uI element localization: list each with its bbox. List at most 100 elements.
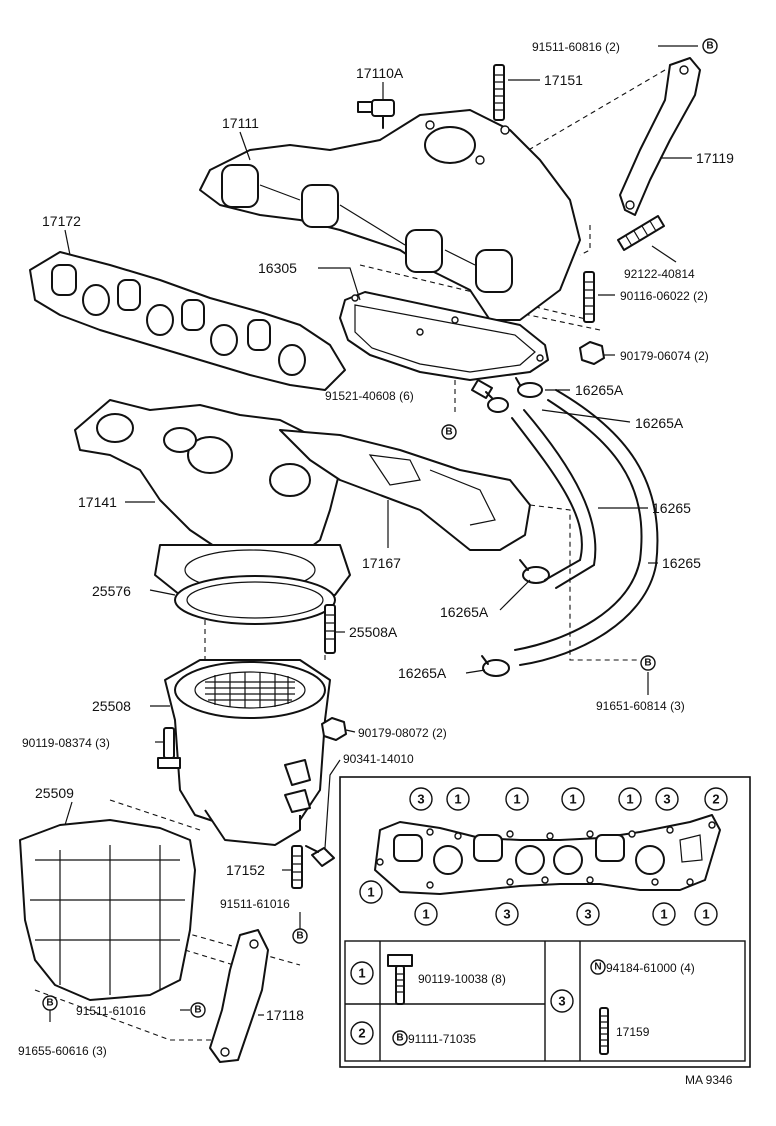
svg-text:1: 1 [358,966,365,981]
part-16265A-clamp-3[interactable] [519,559,550,584]
b-marker-91511-b: B [190,1002,206,1018]
svg-text:1: 1 [367,885,374,900]
label-16265-1: 16265 [652,500,691,516]
part-17172-gasket[interactable] [29,251,346,391]
part-92122-40814-stud[interactable] [617,215,665,251]
part-17119-bracket[interactable] [619,57,701,216]
detail-gasket [374,814,721,895]
part-17110A-sensor[interactable] [357,99,395,129]
label-90341-14010: 90341-14010 [343,752,414,766]
part-17167-heat-shield[interactable] [279,429,531,551]
label-90119-08374: 90119-08374 (3) [22,736,110,750]
label-17111: 17111 [222,115,259,131]
label-91511-60816: 91511-60816 (2) [532,40,620,54]
svg-text:B: B [194,1005,201,1016]
label-16265A-1: 16265A [575,382,624,398]
label-17151: 17151 [544,72,583,88]
bolt-icon [387,954,413,1005]
part-16265A-clamp-2[interactable] [485,391,509,413]
label-17167: 17167 [362,555,401,571]
svg-text:3: 3 [558,994,565,1009]
label-91651-60814: 91651-60814 (3) [596,699,685,713]
gasket-bottom-callouts: 1 1 3 3 1 1 [359,880,718,926]
part-17141-exhaust-manifold[interactable] [74,399,351,596]
svg-text:B: B [296,931,303,942]
label-16305: 16305 [258,260,297,276]
legend-part-90119-10038: 90119-10038 (8) [418,972,506,986]
label-16265A-2: 16265A [635,415,684,431]
diagram-code: MA 9346 [685,1073,733,1087]
b-marker-91511-a: B [292,928,308,944]
label-17141: 17141 [78,494,117,510]
label-16265-2: 16265 [662,555,701,571]
b-markers: B B B B B B [42,38,718,1018]
svg-text:3: 3 [503,907,510,922]
part-16265-hose-1[interactable] [511,409,597,589]
legend-part-91111-71035: 91111-71035 [408,1032,476,1046]
part-90179-06074-nut[interactable] [579,341,605,365]
label-91511-61016-b: 91511-61016 [76,1004,146,1018]
part-17118-bracket[interactable] [209,929,269,1063]
svg-text:1: 1 [626,792,633,807]
svg-text:1: 1 [569,792,576,807]
svg-text:B: B [706,41,713,52]
part-17151-stud[interactable] [493,64,505,121]
svg-text:1: 1 [454,792,461,807]
label-91511-61016-a: 91511-61016 [220,897,290,911]
part-90179-08072-nut[interactable] [321,717,347,741]
label-91655-60616: 91655-60616 (3) [18,1044,107,1058]
leader-lines [49,45,698,1022]
part-25509-lower-shield[interactable] [19,819,196,1001]
label-17152: 17152 [226,862,265,878]
label-17119: 17119 [696,150,734,166]
label-90116-06022: 90116-06022 (2) [620,289,708,303]
svg-text:1: 1 [513,792,520,807]
part-17152-stud[interactable] [291,845,303,889]
svg-text:1: 1 [702,907,709,922]
part-labels: 91511-60816 (2) 17110A 17151 17111 17119… [18,40,734,1087]
svg-text:3: 3 [417,792,424,807]
part-90119-08374-bolt[interactable] [157,727,181,769]
svg-text:N: N [594,962,601,973]
label-25509: 25509 [35,785,74,801]
label-17172: 17172 [42,213,81,229]
label-90179-06074: 90179-06074 (2) [620,349,709,363]
gasket-top-callouts: 3 1 1 1 1 3 2 [409,787,728,811]
legend-row-3: 3 N 94184-61000 (4) 17159 [550,959,695,1055]
label-25508A: 25508A [349,624,398,640]
svg-text:1: 1 [422,907,429,922]
label-17118: 17118 [266,1007,304,1023]
part-16265A-clamp-1[interactable] [515,377,543,398]
part-16305-plate[interactable] [339,291,549,381]
part-90341-14010-plug[interactable] [305,845,335,867]
label-92122-40814: 92122-40814 [624,267,695,281]
part-16265A-clamp-4[interactable] [481,655,510,677]
svg-text:1: 1 [660,907,667,922]
legend-part-17159: 17159 [616,1025,650,1039]
part-17111-intake-manifold[interactable] [199,109,581,321]
label-16265A-4: 16265A [398,665,447,681]
label-17110A: 17110A [356,65,404,81]
legend-row-2: 2 B 91111-71035 [350,1021,476,1046]
svg-text:3: 3 [663,792,670,807]
svg-text:2: 2 [712,792,719,807]
svg-text:B: B [644,658,651,669]
detail-box: 3 1 1 1 1 3 2 1 1 3 3 1 1 1 [339,776,751,1068]
part-25576-gasket-ring[interactable] [174,575,336,625]
label-91521-40608: 91521-40608 (6) [325,389,414,403]
label-25576: 25576 [92,583,131,599]
svg-text:B: B [46,998,53,1009]
part-25508A-stud[interactable] [324,604,336,654]
label-16265A-3: 16265A [440,604,489,620]
part-25508-catalytic-converter[interactable] [164,659,331,846]
part-16265-hose-2[interactable] [514,389,659,666]
svg-text:B: B [445,427,452,438]
svg-text:2: 2 [358,1026,365,1041]
part-90116-06022-stud[interactable] [583,271,595,323]
legend-row-1: 1 90119-10038 (8) [350,954,506,1005]
legend-part-94184-61000: 94184-61000 (4) [606,961,695,975]
catalyst-mesh [205,672,295,708]
legend-table: 1 90119-10038 (8) 2 B 91111-71035 3 [344,940,746,1062]
svg-text:3: 3 [584,907,591,922]
